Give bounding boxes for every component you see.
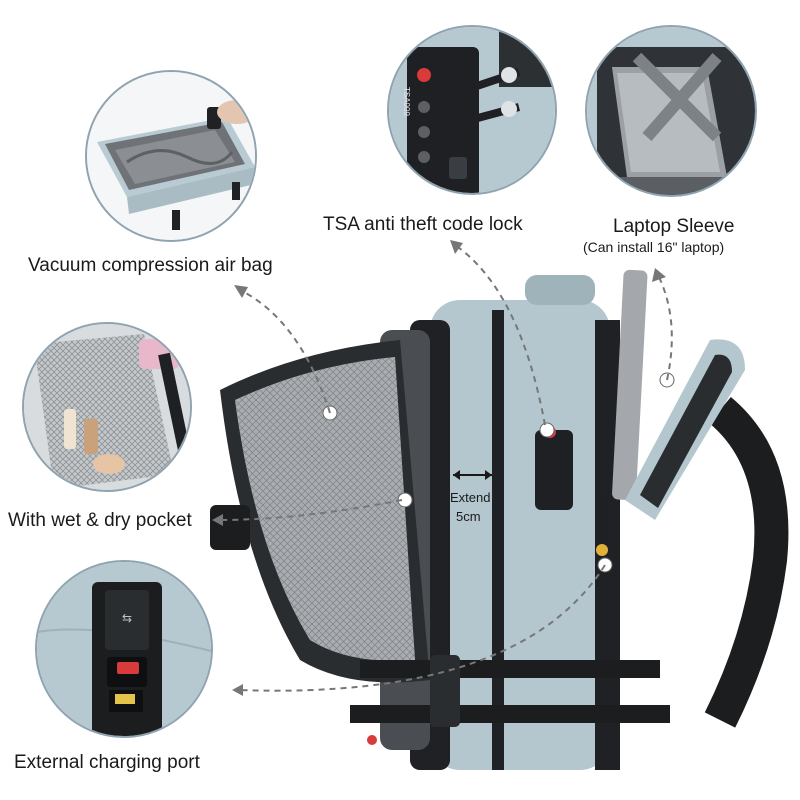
label-vacuum-compression: Vacuum compression air bag [28, 255, 273, 276]
laptop-sleeve-detail-circle [585, 25, 757, 197]
arrow-pocket [217, 499, 403, 521]
label-laptop-sleeve: Laptop Sleeve [613, 216, 735, 237]
label-extend: Extend [450, 490, 491, 505]
tsa-lock-detail-circle: TSA009 [387, 25, 557, 195]
svg-text:⇆: ⇆ [122, 611, 132, 625]
tsa-lock-illustration [389, 27, 555, 193]
arrow-vacuum [239, 289, 331, 414]
charging-port-detail-circle: ⇆ [35, 560, 213, 738]
backpack-main-illustration [210, 269, 789, 770]
arrow-laptop [657, 274, 673, 381]
laptop-sleeve-illustration [587, 27, 755, 195]
label-laptop-sleeve-note: (Can install 16" laptop) [583, 239, 725, 255]
arrow-charging [237, 564, 606, 692]
label-tsa-lock: TSA anti theft code lock [323, 214, 523, 235]
tsa-lock-on-bag [535, 430, 573, 510]
wet-dry-pocket-detail-circle [22, 322, 192, 492]
vacuum-bag-detail-circle [85, 70, 257, 242]
label-extend-amount: 5cm [456, 509, 481, 524]
label-wet-dry-pocket: With wet & dry pocket [8, 510, 192, 531]
arrow-tsa [454, 244, 546, 426]
charging-port-illustration: ⇆ [37, 562, 211, 736]
vacuum-bag-illustration [87, 72, 255, 240]
wet-dry-pocket-illustration [24, 324, 190, 490]
shoulder-strap [704, 396, 789, 728]
label-charging-port: External charging port [14, 752, 200, 773]
